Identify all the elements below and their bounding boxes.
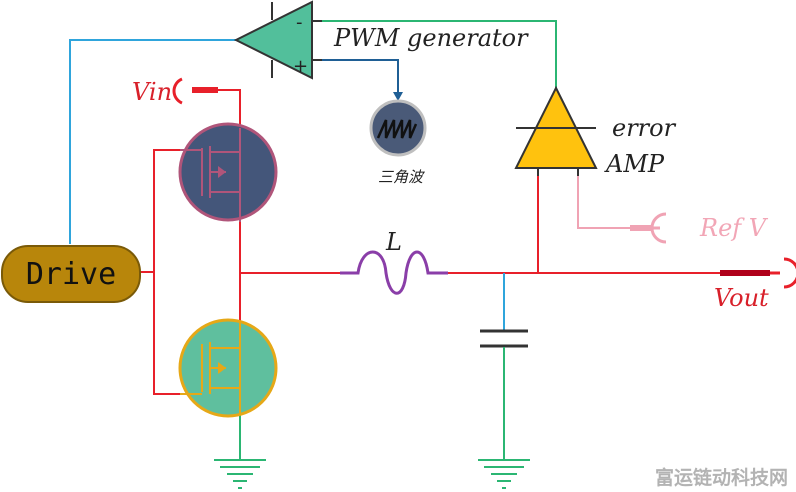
- gate-wire-top: [153, 149, 180, 395]
- low-side-mosfet: [178, 318, 278, 418]
- triangle-to-pwm-wire: [312, 59, 399, 93]
- inductor-coil: [340, 250, 448, 295]
- vout-label: Vout: [714, 284, 769, 312]
- arrow-head: [393, 92, 403, 101]
- refv-wire: [577, 168, 630, 229]
- ground-symbol-left: [214, 459, 266, 489]
- ground-symbol-right: [478, 459, 530, 489]
- error-to-pwm-wire: [312, 20, 557, 88]
- inductor-label: L: [385, 228, 402, 256]
- watermark: 富运链动科技网: [655, 466, 788, 489]
- vin-wire: [218, 89, 241, 128]
- high-side-mosfet: [178, 122, 278, 222]
- refv-label: Ref V: [699, 214, 769, 242]
- vin-label: Vin: [132, 78, 172, 106]
- triangle-wave-source: [369, 99, 427, 157]
- error-amplifier: [514, 85, 598, 176]
- drive-label: Drive: [26, 257, 116, 292]
- vin-jack: [172, 77, 183, 105]
- pwm-to-drive-wire: [69, 39, 236, 244]
- triangle-wave-label: 三角波: [378, 168, 425, 186]
- drive-block: [1, 245, 141, 303]
- pwm-minus-label: -: [296, 12, 303, 33]
- pwm-comparator: [233, 0, 322, 80]
- pwm-generator-label: PWM generator: [333, 24, 529, 52]
- vout-jack: [783, 257, 796, 289]
- pwm-plus-label: +: [293, 56, 308, 77]
- error-amp-label-line2: AMP: [604, 150, 665, 178]
- error-amp-label-line1: error: [612, 114, 677, 142]
